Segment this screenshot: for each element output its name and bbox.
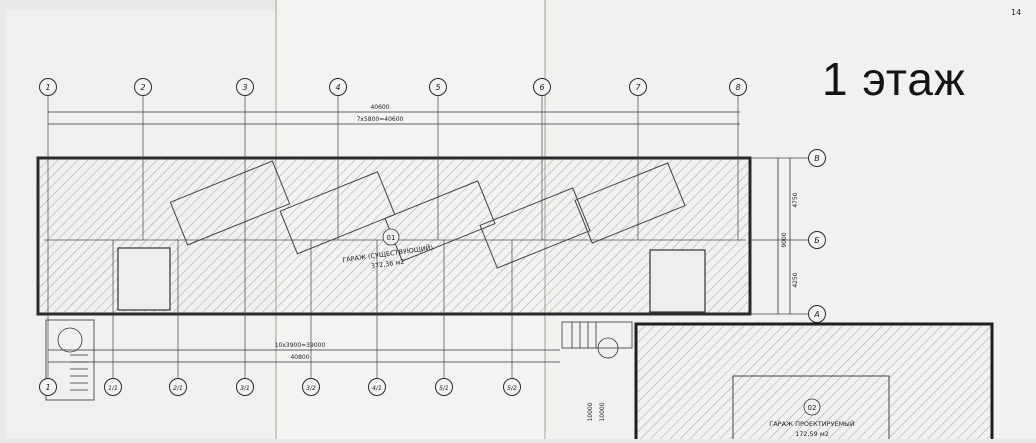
dimension-lines-bottom [48,349,560,363]
axis-bottom-6-label: 4/1 [372,385,382,392]
vehicle-outline [574,162,686,244]
room-02-name: ГАРАЖ ПРОЕКТИРУЕМЫЙ [769,419,855,428]
projected-garage-outline [634,322,994,443]
vehicle-outline [169,160,291,246]
dim-overall-bottom: 40800 [290,354,309,361]
dim-span-lower: 4250 [792,272,799,287]
axis-top-4-bubble [329,78,347,96]
axis-right-1-bubble [808,149,826,167]
dimension-lines-right [777,158,791,314]
axis-bottom-3-bubble [169,378,187,396]
axis-top-2-bubble [134,78,152,96]
page-number: 14 [1011,8,1022,17]
axis-bottom-2-label: 1/1 [108,385,118,392]
axis-bottom-2-bubble [104,378,122,396]
room-02-number: 02 [808,404,817,412]
axis-top-7-label: 7 [635,83,641,92]
room-01-marker [382,228,400,246]
axis-top-8-label: 8 [735,83,740,92]
room-01-number: 01 [387,234,396,242]
stair-frame [561,321,633,349]
stair-landing [57,327,83,353]
vehicle-outline [279,171,396,255]
axis-top-3-label: 3 [242,83,247,92]
dim-small-b: 10000 [599,402,606,421]
axis-bottom-4-label: 3/1 [240,385,250,392]
axis-bottom-1-label: 1 [45,383,50,392]
axis-top-2-label: 2 [140,83,145,92]
axis-bottom-8-label: 5/2 [507,385,517,392]
axis-top-6-label: 6 [539,83,544,92]
axis-bottom-7-bubble [435,378,453,396]
stair-landing [597,337,619,359]
axis-bottom-8-bubble [503,378,521,396]
gate-right [649,249,706,313]
axis-bottom-3-label: 2/1 [173,385,183,392]
axis-top-8-bubble [729,78,747,96]
dim-span-upper: 4750 [792,192,799,207]
axis-top-4-label: 4 [335,83,340,92]
axis-top-1-bubble [39,78,57,96]
axis-bottom-5-label: 3/2 [306,385,316,392]
axis-bottom-6-bubble [368,378,386,396]
axis-top-1-label: 1 [45,83,50,92]
axis-top-5-bubble [429,78,447,96]
room-02-marker [803,398,821,416]
vehicle-outline [479,187,591,269]
dim-small-a: 10000 [587,402,594,421]
axis-bottom-5-bubble [302,378,320,396]
axis-right-3-bubble [808,305,826,323]
axis-right-1-label: В [814,154,820,163]
axis-right-2-label: Б [814,236,820,245]
axis-bottom-7-label: 5/1 [439,385,449,392]
dim-total-span: 9000 [781,232,788,247]
room-02-area: 172,59 м2 [795,430,829,438]
floor-title: 1 этаж [822,53,966,105]
axis-top-6-bubble [533,78,551,96]
stairs-right [561,321,633,359]
gate-left [117,247,171,311]
stair-frame [45,319,95,401]
dim-bays-bottom: 10х3900=39000 [275,342,326,349]
axis-top-7-bubble [629,78,647,96]
projected-garage-inner [732,375,890,443]
axis-bottom-1-bubble [39,378,57,396]
dim-bays-top: 7х5800=40600 [357,116,404,123]
axis-layer: 1 2 3 4 5 6 7 8 1 1/1 2/1 3/1 3/2 4/1 5/1 5/2 В Б А [39,78,826,396]
axis-top-3-bubble [236,78,254,96]
axis-right-2-bubble [808,231,826,249]
axis-right-3-label: А [813,310,819,319]
stairs-left [45,319,95,401]
vehicle-outlines [169,160,686,269]
axis-bottom-4-bubble [236,378,254,396]
axis-top-5-label: 5 [435,83,440,92]
dim-overall-top: 40600 [370,104,389,111]
dimension-lines-top [48,111,740,125]
